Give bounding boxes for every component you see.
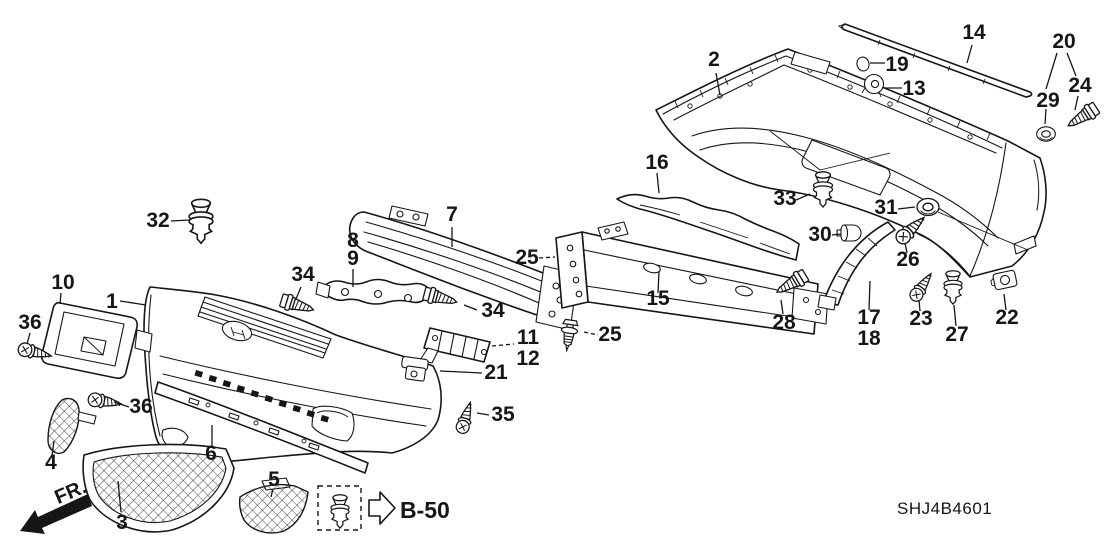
callout-23[interactable]: 23 (909, 307, 932, 330)
callout-25-lower[interactable]: 25 (598, 323, 622, 346)
callout-9[interactable]: 9 (347, 247, 359, 270)
callout-28[interactable]: 28 (772, 311, 796, 334)
callout-20[interactable]: 20 (1052, 30, 1075, 53)
b50-clip-icon (330, 494, 350, 529)
rear-absorber (616, 193, 800, 261)
rear-bumper-beam (555, 221, 829, 335)
clip-30-icon (836, 224, 862, 242)
front-bumper-beam (348, 205, 579, 331)
callout-11[interactable]: 11 (517, 326, 540, 349)
screw-23-icon (906, 269, 938, 305)
callout-5[interactable]: 5 (268, 468, 280, 491)
front-bumper (143, 286, 442, 464)
beam-upper-stay (315, 278, 429, 305)
bumper-clip-21 (401, 356, 429, 382)
callout-34-right[interactable]: 34 (481, 299, 505, 322)
callout-30[interactable]: 30 (808, 223, 831, 246)
rear-garnish-strip (838, 23, 1033, 98)
callout-21[interactable]: 21 (484, 361, 508, 384)
callout-29[interactable]: 29 (1036, 89, 1059, 112)
callout-3[interactable]: 3 (116, 511, 128, 534)
clip-32-icon (188, 198, 214, 245)
callout-4[interactable]: 4 (45, 451, 57, 474)
callout-6[interactable]: 6 (205, 442, 217, 465)
callout-24[interactable]: 24 (1068, 74, 1092, 97)
callout-13[interactable]: 13 (902, 77, 925, 100)
callout-33[interactable]: 33 (773, 187, 796, 210)
bolt-34-right-icon (421, 285, 460, 311)
callout-2[interactable]: 2 (708, 48, 720, 71)
leader-lines (26, 44, 1079, 513)
callout-22[interactable]: 22 (995, 306, 1018, 329)
clip-27-icon (943, 270, 963, 305)
callout-35[interactable]: 35 (491, 403, 515, 426)
callout-1[interactable]: 1 (106, 290, 118, 313)
callout-19[interactable]: 19 (885, 53, 908, 76)
callout-16[interactable]: 16 (645, 151, 668, 174)
b50-label[interactable]: B-50 (400, 497, 450, 523)
callout-25-upper[interactable]: 25 (515, 246, 539, 269)
b50-dashed-box (317, 485, 362, 531)
nut-22-icon (990, 269, 1018, 291)
brand-emblem-icon (221, 320, 253, 342)
b50-reference[interactable]: B-50 (317, 485, 450, 531)
callout-8[interactable]: 8 (347, 229, 359, 252)
callout-17[interactable]: 17 (857, 306, 880, 329)
fr-direction-arrow: FR. (20, 476, 92, 534)
callouts: 1 2 3 4 5 6 7 8 9 10 11 12 13 14 15 16 1… (18, 21, 1092, 534)
screw-35-icon (453, 399, 478, 436)
rear-bumper (655, 48, 1047, 278)
callout-10[interactable]: 10 (51, 271, 74, 294)
fog-light-garnish (238, 477, 309, 534)
cap-13-icon (861, 73, 885, 98)
license-plate-bracket (40, 301, 153, 380)
callout-7[interactable]: 7 (446, 203, 458, 226)
fog-light-bracket (419, 327, 491, 364)
clip-33-icon (812, 171, 834, 208)
rear-side-stay (817, 221, 896, 311)
callout-15[interactable]: 15 (646, 287, 670, 310)
callout-36-upper[interactable]: 36 (18, 311, 41, 334)
screw-36-lower-icon (86, 391, 124, 412)
callout-26[interactable]: 26 (896, 248, 919, 271)
callout-36-lower[interactable]: 36 (129, 395, 152, 418)
callout-31[interactable]: 31 (874, 196, 898, 219)
callout-12[interactable]: 12 (516, 347, 539, 370)
grommet-29-icon (1036, 126, 1056, 142)
b50-arrow-icon (368, 491, 396, 525)
side-garnish (47, 397, 97, 454)
bolt-24-icon (1063, 100, 1102, 134)
part-code: SHJ4B4601 (897, 499, 992, 518)
callout-18[interactable]: 18 (857, 327, 881, 350)
front-lower-garnish (154, 381, 369, 474)
callout-14[interactable]: 14 (962, 21, 986, 44)
callout-27[interactable]: 27 (945, 323, 968, 346)
grommet-31-icon (916, 197, 940, 217)
callout-34-left[interactable]: 34 (291, 263, 315, 286)
ring-19-icon (856, 56, 870, 72)
callout-32[interactable]: 32 (146, 209, 169, 232)
